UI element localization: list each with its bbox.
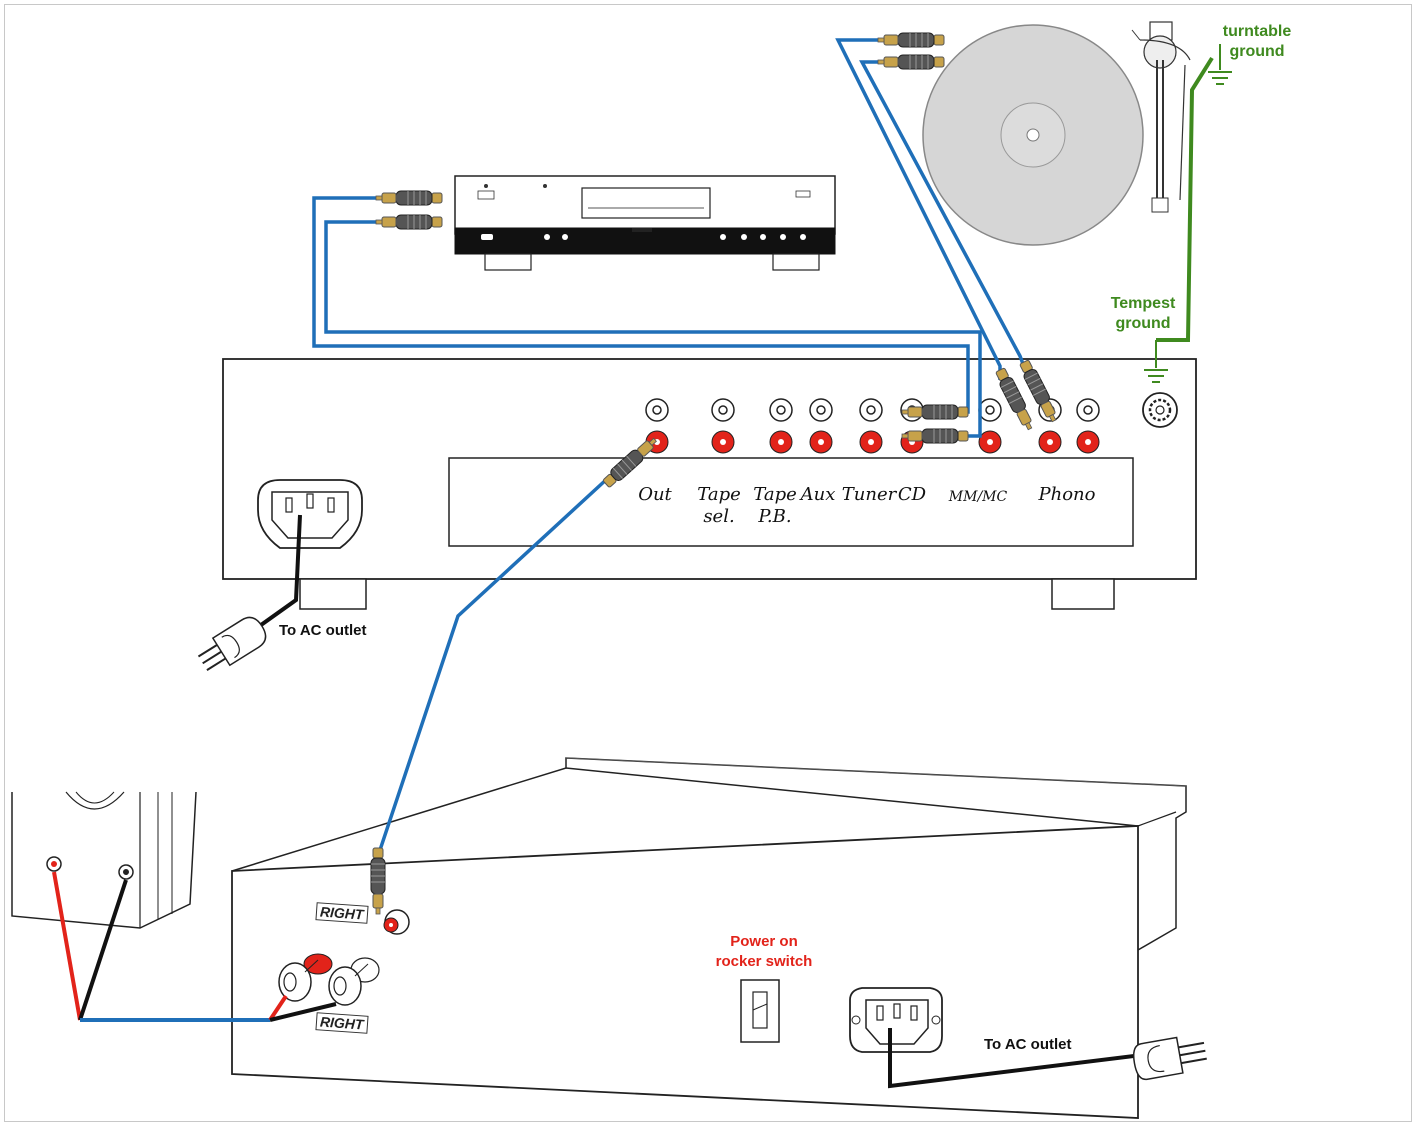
amp-ac-plug-icon — [1132, 1036, 1207, 1081]
speaker-terminals — [46, 856, 134, 880]
jack-red-tape-sel[interactable] — [711, 430, 735, 454]
jack-red-tuner[interactable] — [859, 430, 883, 454]
jack-white-phono-r[interactable] — [1076, 398, 1100, 422]
power-switch-label: Power on rocker switch — [715, 933, 813, 970]
preamp-to-amp-cable — [376, 476, 610, 857]
preamp-ac-outlet-label: To AC outlet — [279, 622, 367, 639]
preamp-label-aux: Aux — [800, 484, 836, 505]
speaker — [11, 791, 197, 929]
jack-red-tape-pb[interactable] — [769, 430, 793, 454]
cd-player — [454, 175, 836, 271]
jack-white-aux[interactable] — [809, 398, 833, 422]
preamp-label-tape-sel: Tape sel. — [697, 484, 741, 527]
right-speaker-label: RIGHT — [315, 1012, 369, 1034]
right-input-label: RIGHT — [315, 902, 369, 924]
preamp-label-cd: CD — [897, 484, 927, 505]
preamp-label-phono: Phono — [1038, 484, 1096, 505]
jack-red-phono-l[interactable] — [1038, 430, 1062, 454]
power-rocker-switch[interactable] — [740, 979, 780, 1043]
tempest-ground-label: Tempest ground — [1110, 295, 1176, 332]
jack-white-mm-mc[interactable] — [978, 398, 1002, 422]
amp-power-inlet-icon — [849, 987, 943, 1053]
jack-white-out[interactable] — [645, 398, 669, 422]
preamp-ac-cord — [197, 514, 302, 671]
amp-ac-outlet-label: To AC outlet — [984, 1036, 1072, 1053]
turntable-ground-label: turntable ground — [1222, 23, 1292, 60]
turntable-ground-icon — [1208, 44, 1232, 85]
jack-red-aux[interactable] — [809, 430, 833, 454]
turntable — [922, 21, 1191, 246]
amp-ac-cord — [888, 1028, 1207, 1089]
preamp-label-mm-mc: MM/MC — [948, 489, 1008, 505]
preamp-label-tape-pb: Tape P.B. — [753, 484, 797, 527]
jack-red-mm-mc[interactable] — [978, 430, 1002, 454]
power-amplifier — [231, 757, 1187, 1119]
jack-white-tape-sel[interactable] — [711, 398, 735, 422]
speaker-cables — [52, 871, 337, 1022]
tempest-ground-icon — [1144, 340, 1168, 383]
amp-right-input-jack[interactable] — [383, 909, 410, 935]
jack-red-phono-r[interactable] — [1076, 430, 1100, 454]
jack-white-tape-pb[interactable] — [769, 398, 793, 422]
tonearm — [1131, 21, 1191, 213]
ground-wire — [1156, 56, 1214, 342]
jack-white-tuner[interactable] — [859, 398, 883, 422]
tempest-ground-post — [1142, 392, 1178, 428]
preamp-right-channel-jacks — [645, 430, 1100, 454]
preamp-label-tuner: Tuner — [841, 484, 897, 505]
preamp-ac-plug-icon — [197, 616, 267, 671]
cd-rca-plugs — [375, 190, 443, 230]
preamp-label-out: Out — [638, 484, 672, 505]
amp-input-plug — [370, 847, 386, 915]
preamp-power-inlet-icon — [257, 479, 363, 549]
amp-right-speaker-terminals[interactable] — [278, 953, 380, 1006]
turntable-rca-plugs — [877, 32, 945, 70]
